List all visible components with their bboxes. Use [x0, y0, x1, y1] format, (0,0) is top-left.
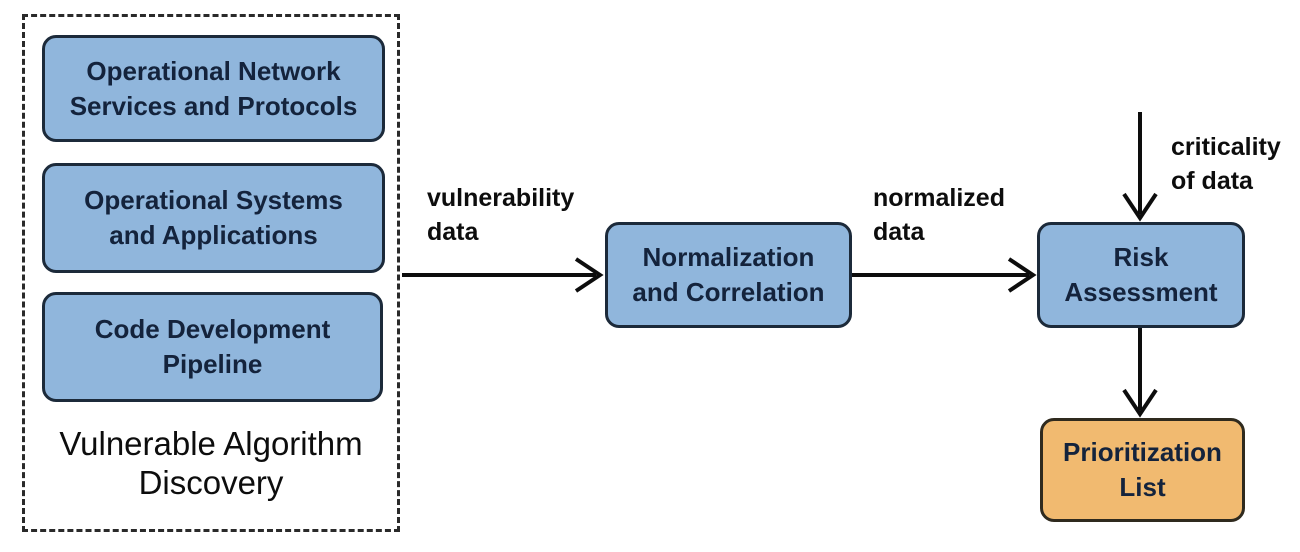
edge-label-line: data — [873, 218, 925, 246]
node-prioritization-list: Prioritization List — [1040, 418, 1245, 522]
node-operational-systems-applications: Operational Systems and Applications — [42, 163, 385, 273]
arrow-criticality-of-data — [1122, 112, 1158, 222]
node-label-line: Operational Network — [86, 55, 341, 86]
group-label-line: Vulnerable Algorithm — [59, 425, 363, 462]
arrow-normalized-data — [852, 257, 1037, 293]
arrow-vulnerability-data — [402, 257, 604, 293]
arrow-risk-to-prioritization — [1122, 328, 1158, 418]
discovery-group-label: Vulnerable Algorithm Discovery — [22, 424, 400, 502]
node-label-line: Assessment — [1064, 277, 1218, 307]
node-label-line: Normalization — [642, 242, 815, 272]
node-label-line: Services and Protocols — [69, 90, 358, 121]
node-label-line: Operational Systems — [84, 185, 343, 215]
edge-label-line: criticality — [1171, 133, 1281, 161]
edge-label-line: normalized — [873, 184, 1005, 212]
edge-label-normalized-data: normalized data — [873, 181, 1005, 249]
edge-label-vulnerability-data: vulnerability data — [427, 181, 574, 249]
node-label-line: List — [1119, 472, 1166, 502]
node-label-line: and Correlation — [632, 277, 825, 307]
node-label-line: and Applications — [109, 220, 318, 250]
node-risk-assessment: Risk Assessment — [1037, 222, 1245, 328]
node-code-development-pipeline: Code Development Pipeline — [42, 292, 383, 402]
node-label-line: Risk — [1113, 242, 1169, 272]
edge-label-criticality-of-data: criticality of data — [1171, 130, 1281, 198]
node-normalization-correlation: Normalization and Correlation — [605, 222, 852, 328]
node-label-line: Code Development — [94, 314, 331, 344]
edge-label-line: of data — [1171, 167, 1253, 195]
node-operational-network-services: Operational Network Services and Protoco… — [42, 35, 385, 142]
edge-label-line: vulnerability — [427, 184, 575, 212]
group-label-line: Discovery — [138, 464, 284, 501]
edge-label-line: data — [427, 218, 479, 246]
vulnerable-algorithm-discovery-group — [22, 14, 400, 532]
node-label-line: Pipeline — [162, 349, 263, 379]
node-label-line: Prioritization — [1063, 437, 1222, 467]
